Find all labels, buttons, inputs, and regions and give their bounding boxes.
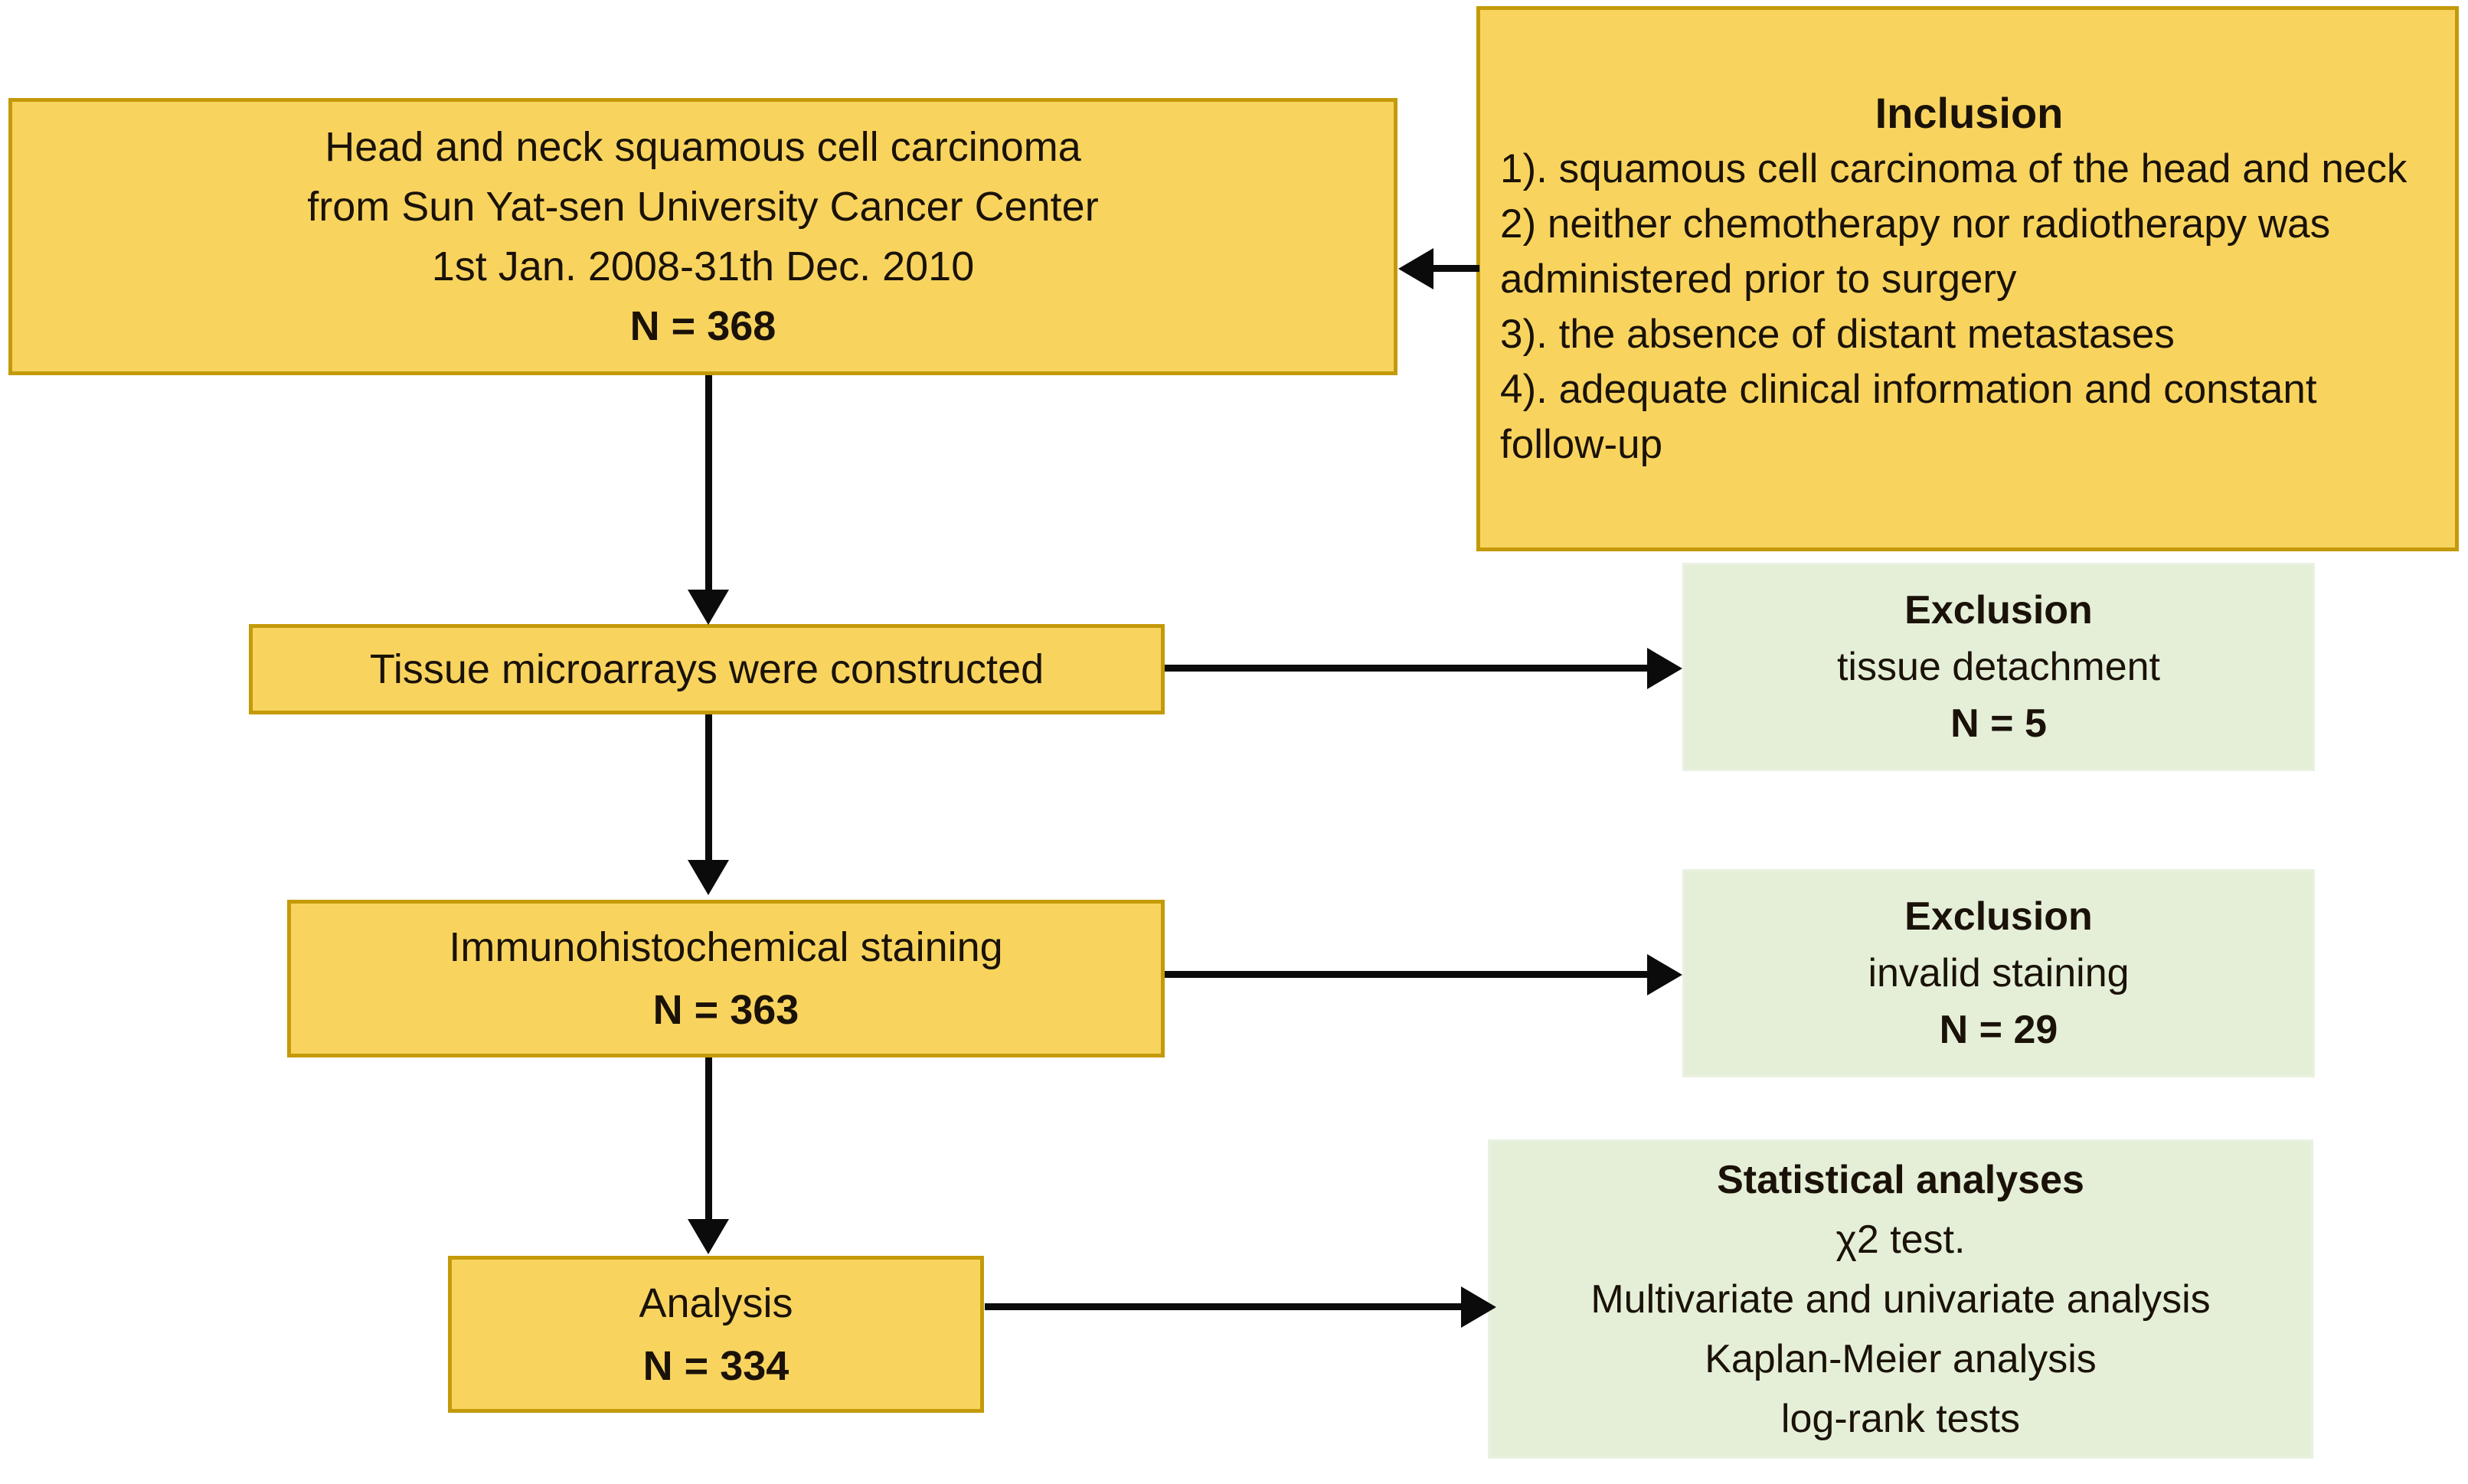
connector-source-to-tma (705, 375, 712, 593)
arrowhead-right-ihc-to-exclusion-2 (1647, 954, 1682, 995)
inclusion-criterion-2: 2) neither chemotherapy nor radiotherapy… (1500, 201, 2331, 302)
node-analysis: Analysis N = 334 (448, 1256, 984, 1413)
node-source-cohort: Head and neck squamous cell carcinoma fr… (8, 98, 1397, 375)
inclusion-heading: Inclusion (1875, 89, 2064, 137)
node-exclusion-invalid-staining: Exclusion invalid staining N = 29 (1682, 869, 2315, 1077)
ihc-count: N = 363 (652, 987, 799, 1033)
analysis-count: N = 334 (642, 1342, 789, 1389)
exclusion-1-reason: tissue detachment (1836, 645, 2161, 689)
arrowhead-right-tma-to-exclusion-1 (1647, 648, 1682, 689)
node-immunohistochemical-staining: Immunohistochemical staining N = 363 (287, 900, 1165, 1057)
exclusion-2-count: N = 29 (1939, 1008, 2058, 1052)
exclusion-1-heading: Exclusion (1904, 588, 2093, 632)
source-line-2: from Sun Yat-sen University Cancer Cente… (307, 184, 1099, 230)
statistics-method-1: χ2 test. (1835, 1217, 1966, 1262)
arrowhead-down-ihc-to-analysis (688, 1219, 729, 1254)
arrowhead-down-tma-to-ihc (688, 860, 729, 895)
inclusion-criterion-4: 4). adequate clinical information and co… (1500, 367, 2317, 467)
exclusion-1-count: N = 5 (1950, 701, 2047, 746)
node-tissue-microarrays: Tissue microarrays were constructed (249, 624, 1165, 714)
node-inclusion-criteria: Inclusion 1). squamous cell carcinoma of… (1476, 6, 2459, 551)
analysis-title: Analysis (639, 1280, 793, 1326)
node-statistical-analyses: Statistical analyses χ2 test. Multivaria… (1488, 1139, 2313, 1459)
arrowhead-down-source-to-tma (688, 590, 729, 625)
connector-ihc-to-analysis (705, 1057, 712, 1222)
source-count: N = 368 (629, 303, 776, 349)
statistics-heading: Statistical analyses (1717, 1157, 2084, 1202)
connector-ihc-to-exclusion-2 (1165, 971, 1649, 978)
node-exclusion-tissue-detachment: Exclusion tissue detachment N = 5 (1682, 563, 2315, 771)
connector-analysis-to-statistics (985, 1303, 1463, 1310)
inclusion-criterion-1: 1). squamous cell carcinoma of the head … (1500, 146, 2408, 191)
exclusion-2-reason: invalid staining (1868, 951, 2130, 995)
connector-tma-to-exclusion-1 (1165, 665, 1649, 672)
statistics-method-2: Multivariate and univariate analysis (1590, 1276, 2211, 1322)
inclusion-criterion-3: 3). the absence of distant metastases (1500, 312, 2175, 357)
exclusion-2-heading: Exclusion (1904, 894, 2093, 939)
source-line-1: Head and neck squamous cell carcinoma (325, 124, 1081, 170)
arrowhead-right-analysis-to-statistics (1461, 1286, 1496, 1328)
connector-inclusion-to-source (1433, 265, 1479, 272)
statistics-method-4: log-rank tests (1780, 1396, 2021, 1441)
connector-tma-to-ihc (705, 714, 712, 860)
ihc-title: Immunohistochemical staining (449, 924, 1003, 970)
tma-title: Tissue microarrays were constructed (369, 646, 1044, 692)
statistics-method-3: Kaplan-Meier analysis (1705, 1336, 2097, 1381)
source-line-3: 1st Jan. 2008-31th Dec. 2010 (431, 244, 975, 289)
arrowhead-left-inclusion-to-source (1398, 248, 1433, 289)
